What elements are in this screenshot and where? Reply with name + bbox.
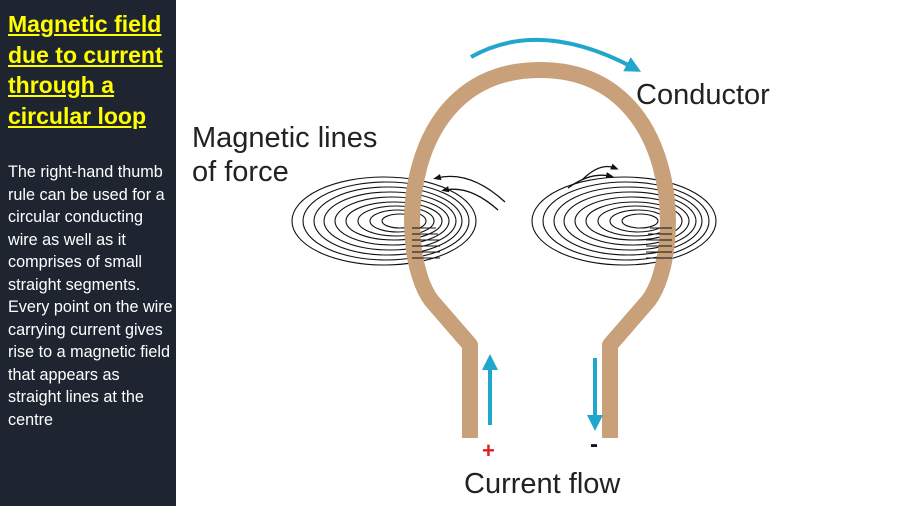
front-field-lines bbox=[412, 227, 672, 259]
magnetic-field-diagram: Conductor Magnetic lines of force Curren… bbox=[192, 37, 770, 500]
left-field-lines bbox=[291, 176, 477, 266]
right-field-lines bbox=[531, 176, 717, 266]
magnetic-lines-label-line2: of force bbox=[192, 156, 289, 188]
sidebar-panel: Magnetic field due to current through a … bbox=[0, 0, 176, 506]
minus-sign: - bbox=[590, 431, 598, 458]
conductor-wire bbox=[404, 62, 676, 438]
field-direction-arrows bbox=[433, 163, 619, 211]
conductor-direction-arrow bbox=[470, 37, 642, 72]
magnetic-lines-label-line1: Magnetic lines bbox=[192, 122, 377, 154]
slide-title: Magnetic field due to current through a … bbox=[8, 11, 163, 129]
plus-sign: + bbox=[482, 438, 495, 463]
slide-description: The right-hand thumb rule can be used fo… bbox=[8, 163, 173, 429]
conductor-label: Conductor bbox=[636, 79, 770, 111]
current-flow-label: Current flow bbox=[464, 468, 621, 500]
